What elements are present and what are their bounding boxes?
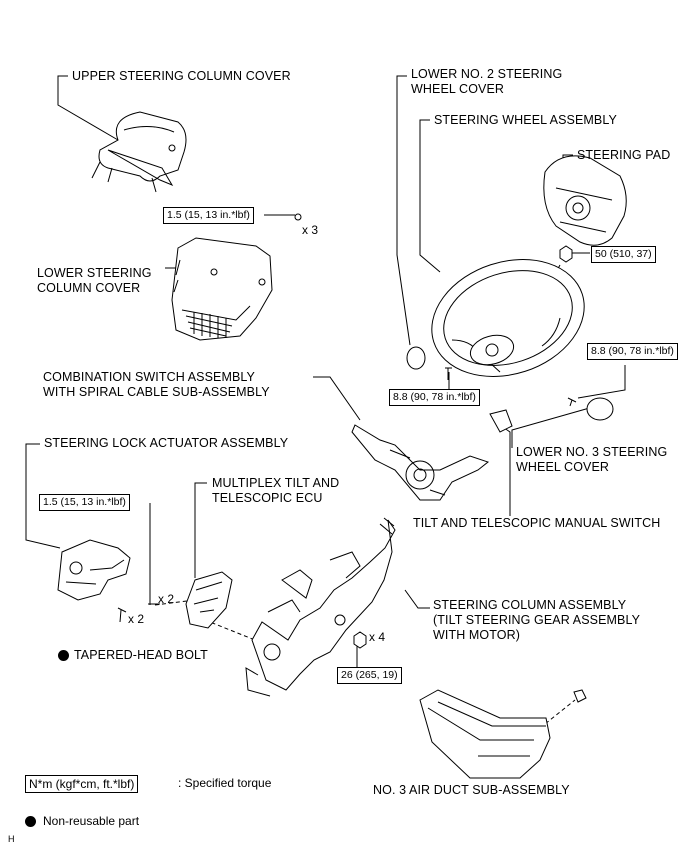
label-steering-wheel-assembly: STEERING WHEEL ASSEMBLY bbox=[434, 113, 617, 127]
label-tilt-manual-switch: TILT AND TELESCOPIC MANUAL SWITCH bbox=[413, 516, 661, 530]
steering-lock-actuator-part bbox=[57, 539, 131, 623]
steering-pad-part bbox=[543, 155, 627, 263]
leader-combination bbox=[313, 376, 361, 421]
leader-lower-no2-cover bbox=[396, 75, 411, 346]
legend-non-reusable: Non-reusable part bbox=[43, 814, 140, 828]
torque-lock-actuator: 1.5 (15, 13 in.*lbf) bbox=[39, 494, 130, 511]
leader-column bbox=[404, 589, 430, 609]
leader-no3-cover bbox=[511, 404, 601, 448]
leader-lock bbox=[25, 443, 61, 549]
label-combination-switch: COMBINATION SWITCH ASSEMBLY WITH SPIRAL … bbox=[43, 370, 270, 399]
lower-no3-cover-part bbox=[586, 397, 614, 421]
air-duct-part bbox=[419, 689, 587, 779]
leader-upper-cover bbox=[57, 75, 119, 141]
qty-ecu-screw: x 2 bbox=[158, 592, 175, 606]
tq-leader-left bbox=[448, 372, 470, 391]
label-steering-lock-actuator: STEERING LOCK ACTUATOR ASSEMBLY bbox=[44, 436, 289, 450]
label-steering-column-assembly: STEERING COLUMN ASSEMBLY (TILT STEERING … bbox=[433, 598, 641, 642]
dash-ecu-column bbox=[204, 619, 256, 641]
steering-wheel-part bbox=[431, 259, 585, 377]
corner-mark: H bbox=[8, 834, 15, 844]
label-multiplex-ecu: MULTIPLEX TILT AND TELESCOPIC ECU bbox=[212, 476, 340, 505]
legend-torque-caption: : Specified torque bbox=[178, 776, 272, 790]
qty-tapered-bolt: x 2 bbox=[128, 612, 145, 626]
qty-upper-cover-screw: x 3 bbox=[302, 223, 319, 237]
tq-leader-right bbox=[577, 365, 626, 399]
label-lower-no3-wheel-cover: LOWER NO. 3 STEERING WHEEL COVER bbox=[516, 445, 668, 474]
label-steering-pad: STEERING PAD bbox=[577, 148, 671, 162]
torque-wheel-cover-right: 8.8 (90, 78 in.*lbf) bbox=[587, 343, 678, 360]
torque-wheel-cover-left: 8.8 (90, 78 in.*lbf) bbox=[389, 389, 480, 406]
screw-right bbox=[567, 397, 577, 407]
lower-no2-cover-part bbox=[406, 346, 426, 370]
tilt-switch-part bbox=[489, 409, 513, 433]
label-air-duct: NO. 3 AIR DUCT SUB-ASSEMBLY bbox=[373, 783, 570, 797]
label-tapered-head-bolt: TAPERED-HEAD BOLT bbox=[74, 648, 208, 662]
leader-ecu bbox=[194, 482, 207, 578]
leader-tilt-switch bbox=[499, 424, 511, 516]
combination-switch-part bbox=[351, 424, 490, 501]
steering-column-part bbox=[245, 517, 396, 697]
lower-column-cover-part bbox=[171, 213, 302, 341]
torque-upper-cover-screw: 1.5 (15, 13 in.*lbf) bbox=[163, 207, 254, 224]
non-reusable-dot-bolt bbox=[58, 650, 69, 661]
legend-torque-units: N*m (kgf*cm, ft.*lbf) bbox=[25, 775, 139, 793]
label-lower-column-cover: LOWER STEERING COLUMN COVER bbox=[37, 266, 152, 295]
qty-column-nut: x 4 bbox=[369, 630, 386, 644]
label-lower-no2-wheel-cover: LOWER NO. 2 STEERING WHEEL COVER bbox=[411, 67, 563, 96]
torque-column-nut: 26 (265, 19) bbox=[337, 667, 402, 684]
multiplex-ecu-part bbox=[148, 571, 233, 629]
legend-non-reusable-dot bbox=[25, 816, 36, 827]
leader-wheel bbox=[419, 119, 441, 273]
upper-column-cover-part bbox=[91, 111, 187, 193]
label-upper-column-cover: UPPER STEERING COLUMN COVER bbox=[72, 69, 291, 83]
screw-left bbox=[445, 367, 452, 380]
torque-steering-pad-nut: 50 (510, 37) bbox=[591, 246, 656, 263]
